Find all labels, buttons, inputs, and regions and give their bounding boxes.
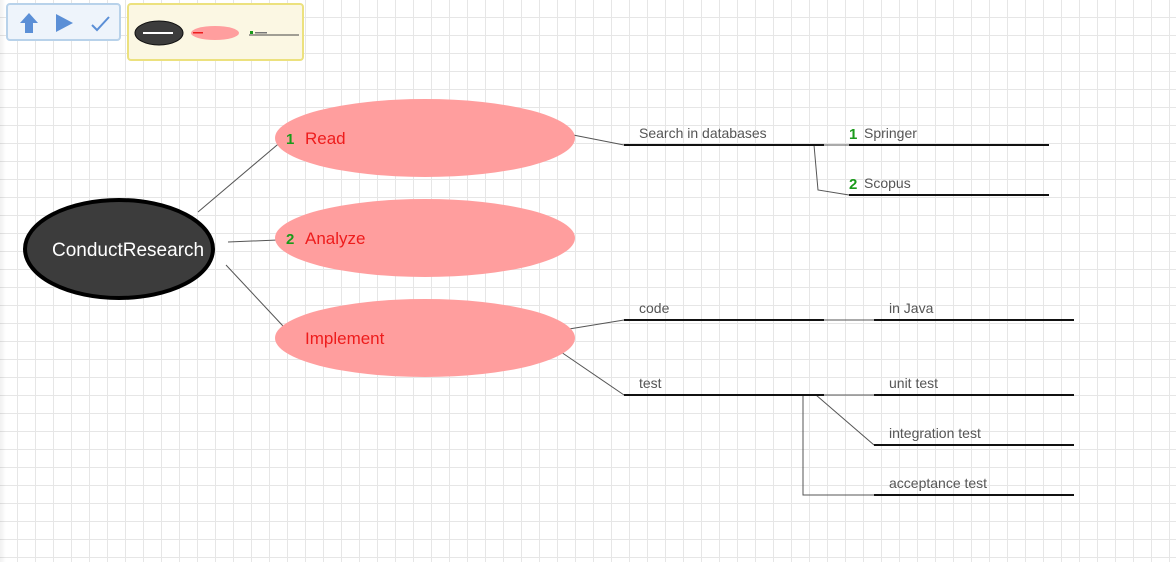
check-icon (91, 16, 110, 32)
connector-test-acceptance (802, 395, 874, 496)
connector-root-implement (225, 264, 284, 327)
sub-node-search[interactable]: Search in databases (624, 125, 824, 146)
main-node-read-shape (275, 99, 575, 177)
toolbar (6, 3, 121, 41)
sub-node-test[interactable]: test (624, 375, 824, 396)
sub-node-test-label: test (639, 375, 662, 391)
connector-root-read (197, 139, 284, 213)
leaf-node-unit-test-label: unit test (889, 375, 938, 391)
leaf-node-java[interactable]: in Java (874, 300, 1074, 321)
leaf-node-springer-label: Springer (864, 125, 917, 141)
leaf-node-scopus[interactable]: 2 Scopus (849, 175, 1049, 196)
leaf-node-java-label: in Java (889, 300, 934, 316)
leaf-node-acceptance-test[interactable]: acceptance test (874, 475, 1074, 496)
main-node-analyze[interactable]: 2 Analyze (275, 199, 575, 277)
root-node-shape (23, 198, 215, 300)
main-node-analyze-number: 2 (286, 231, 294, 248)
connector-root-analyze (227, 239, 279, 243)
connector-implement-code (562, 319, 625, 331)
canvas-edge-shadow (0, 0, 6, 562)
minimap-icon (134, 20, 299, 46)
sub-node-code[interactable]: code (624, 300, 824, 321)
main-node-analyze-shape (275, 199, 575, 277)
up-arrow-icon (20, 13, 38, 33)
main-node-read-number: 1 (286, 131, 294, 148)
leaf-node-unit-test[interactable]: unit test (874, 375, 1074, 396)
check-button[interactable] (88, 11, 112, 35)
minimap-panel[interactable] (127, 3, 304, 61)
play-button[interactable] (52, 11, 76, 35)
connector-search-scopus (813, 144, 850, 196)
root-node[interactable]: ConductResearch (23, 198, 215, 300)
connector-implement-test (560, 351, 625, 396)
leaf-node-scopus-number: 2 (849, 176, 857, 193)
main-node-read-label: Read (305, 129, 346, 148)
connector-test-integration (815, 394, 875, 446)
leaf-node-acceptance-test-label: acceptance test (889, 475, 987, 491)
leaf-node-integration-test-label: integration test (889, 425, 981, 441)
main-node-analyze-label: Analyze (305, 229, 365, 248)
leaf-node-springer-number: 1 (849, 126, 857, 143)
sub-node-code-label: code (639, 300, 670, 316)
sub-node-search-label: Search in databases (639, 125, 767, 141)
play-icon (56, 14, 73, 32)
leaf-node-springer[interactable]: 1 Springer (849, 125, 1049, 146)
leaf-node-scopus-label: Scopus (864, 175, 911, 191)
up-arrow-button[interactable] (17, 11, 41, 35)
main-node-implement[interactable]: Implement (275, 299, 575, 377)
root-node-label: ConductResearch (52, 240, 204, 261)
main-node-read[interactable]: 1 Read (275, 99, 575, 177)
main-node-implement-label: Implement (305, 329, 385, 348)
main-node-implement-shape (275, 299, 575, 377)
leaf-node-integration-test[interactable]: integration test (874, 425, 1074, 446)
